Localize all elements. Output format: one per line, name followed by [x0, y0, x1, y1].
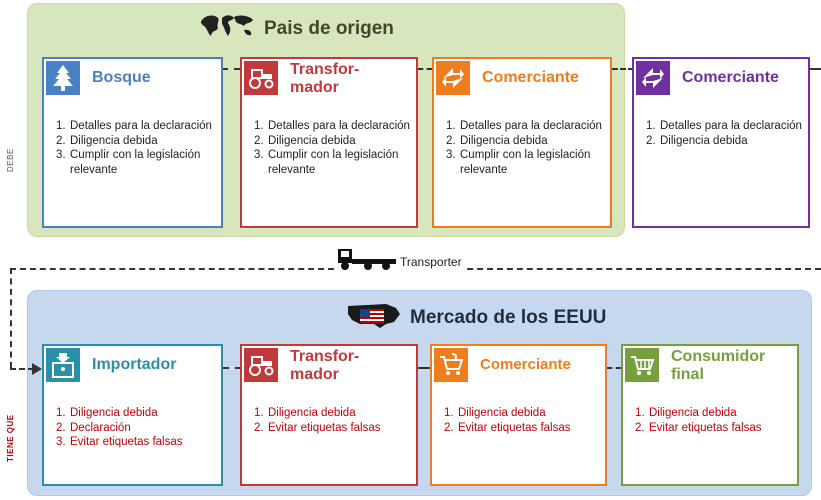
- cart-icon: [434, 348, 468, 382]
- tractor-icon: [244, 61, 278, 95]
- box-title: Comerciante: [480, 356, 571, 373]
- box-title: Comerciante: [682, 69, 779, 86]
- item-num: 3.: [56, 436, 66, 448]
- importer-icon: [46, 348, 80, 382]
- arrowhead: [32, 363, 42, 375]
- origin-title: Pais de origen: [198, 12, 394, 46]
- market-box-consumer: Consumidor final 1. Diligencia debida 2. E…: [621, 344, 799, 486]
- list-item: Diligencia debida: [268, 134, 356, 147]
- item-num: 1.: [254, 407, 264, 419]
- exchange-arrows-icon: [436, 61, 470, 95]
- connector-line: [810, 68, 821, 70]
- box-title: Comerciante: [482, 69, 579, 86]
- box-title: Transfor-mador: [290, 61, 360, 96]
- connector-line: [222, 68, 240, 70]
- connector-line: [612, 68, 634, 70]
- market-title-text: Mercado de los EEUU: [410, 307, 607, 328]
- tractor-icon: [244, 348, 278, 382]
- item-num: 3.: [446, 149, 456, 161]
- cart-icon: [625, 348, 659, 382]
- list-item: Cumplir con la legislación relevante: [70, 149, 201, 176]
- list-item: Detalles para la declaración: [268, 120, 410, 132]
- market-box-transformer: Transfor-mador 1. Diligencia debida 2. Evi…: [240, 344, 418, 486]
- exchange-arrows-icon: [636, 61, 670, 95]
- list-item: Cumplir con la legislación relevante: [268, 149, 399, 176]
- item-num: 2.: [646, 134, 656, 147]
- item-num: 1.: [56, 407, 66, 419]
- connector-line: [607, 367, 621, 369]
- transport-line-in: [10, 368, 34, 370]
- item-num: 2.: [446, 134, 456, 147]
- origin-box-trader: Comerciante 1. Detalles para la declaraci…: [432, 57, 612, 228]
- tree-icon: [46, 61, 80, 95]
- item-num: 1.: [56, 120, 66, 132]
- origin-box-forest: Bosque 1. Detalles para la declaración 2.…: [42, 57, 223, 228]
- connector-line: [223, 367, 241, 369]
- list-item: Declaración: [70, 421, 131, 434]
- box-title: Bosque: [92, 69, 151, 86]
- list-item: Evitar etiquetas falsas: [70, 436, 183, 448]
- list-item: Evitar etiquetas falsas: [458, 421, 571, 434]
- list-item: Detalles para la declaración: [460, 120, 602, 132]
- item-num: 1.: [635, 407, 645, 419]
- item-num: 2.: [444, 421, 454, 434]
- list-item: Evitar etiquetas falsas: [649, 421, 762, 434]
- market-side-label: TIENE QUE: [6, 414, 15, 462]
- list-item: Diligencia debida: [70, 134, 158, 147]
- list-item: Diligencia debida: [460, 134, 548, 147]
- list-item: Diligencia debida: [660, 134, 748, 147]
- item-num: 3.: [254, 149, 264, 161]
- origin-title-text: Pais de origen: [264, 18, 394, 39]
- truck-icon: [338, 247, 396, 276]
- origin-box-trader-2: Comerciante 1. Detalles para la declaraci…: [632, 57, 810, 228]
- list-item: Detalles para la declaración: [70, 120, 212, 132]
- origin-side-label: DEBE: [6, 148, 15, 172]
- item-num: 2.: [254, 134, 264, 147]
- world-map-icon: [198, 12, 256, 46]
- transporter: Transporter: [335, 247, 465, 276]
- item-num: 1.: [254, 120, 264, 132]
- list-item: Diligencia debida: [268, 407, 356, 419]
- market-title: Mercado de los EEUU: [346, 300, 606, 336]
- usa-flag-map-icon: [346, 300, 402, 336]
- transport-line-down: [10, 268, 12, 368]
- connector-line: [418, 68, 432, 70]
- item-num: 1.: [444, 407, 454, 419]
- box-title: Transfor-mador: [290, 348, 360, 383]
- list-item: Detalles para la declaración: [660, 120, 802, 132]
- box-title: Consumidor final: [671, 348, 766, 383]
- item-num: 2.: [635, 421, 645, 434]
- market-box-importer: Importador 1. Diligencia debida 2. Declara…: [42, 344, 223, 486]
- item-num: 2.: [56, 134, 66, 147]
- transporter-label: Transporter: [400, 254, 462, 269]
- item-num: 1.: [446, 120, 456, 132]
- market-box-trader: Comerciante 1. Diligencia debida 2. Evitar…: [430, 344, 607, 486]
- item-num: 2.: [254, 421, 264, 434]
- list-item: Evitar etiquetas falsas: [268, 421, 381, 434]
- item-num: 3.: [56, 149, 66, 161]
- list-item: Diligencia debida: [70, 407, 158, 419]
- list-item: Cumplir con la legislación relevante: [460, 149, 591, 176]
- list-item: Diligencia debida: [458, 407, 546, 419]
- item-num: 2.: [56, 421, 66, 434]
- origin-box-transformer: Transfor-mador 1. Detalles para la declar…: [240, 57, 418, 228]
- connector-line: [418, 367, 430, 369]
- item-num: 1.: [646, 120, 656, 132]
- list-item: Diligencia debida: [649, 407, 737, 419]
- box-title: Importador: [92, 356, 177, 373]
